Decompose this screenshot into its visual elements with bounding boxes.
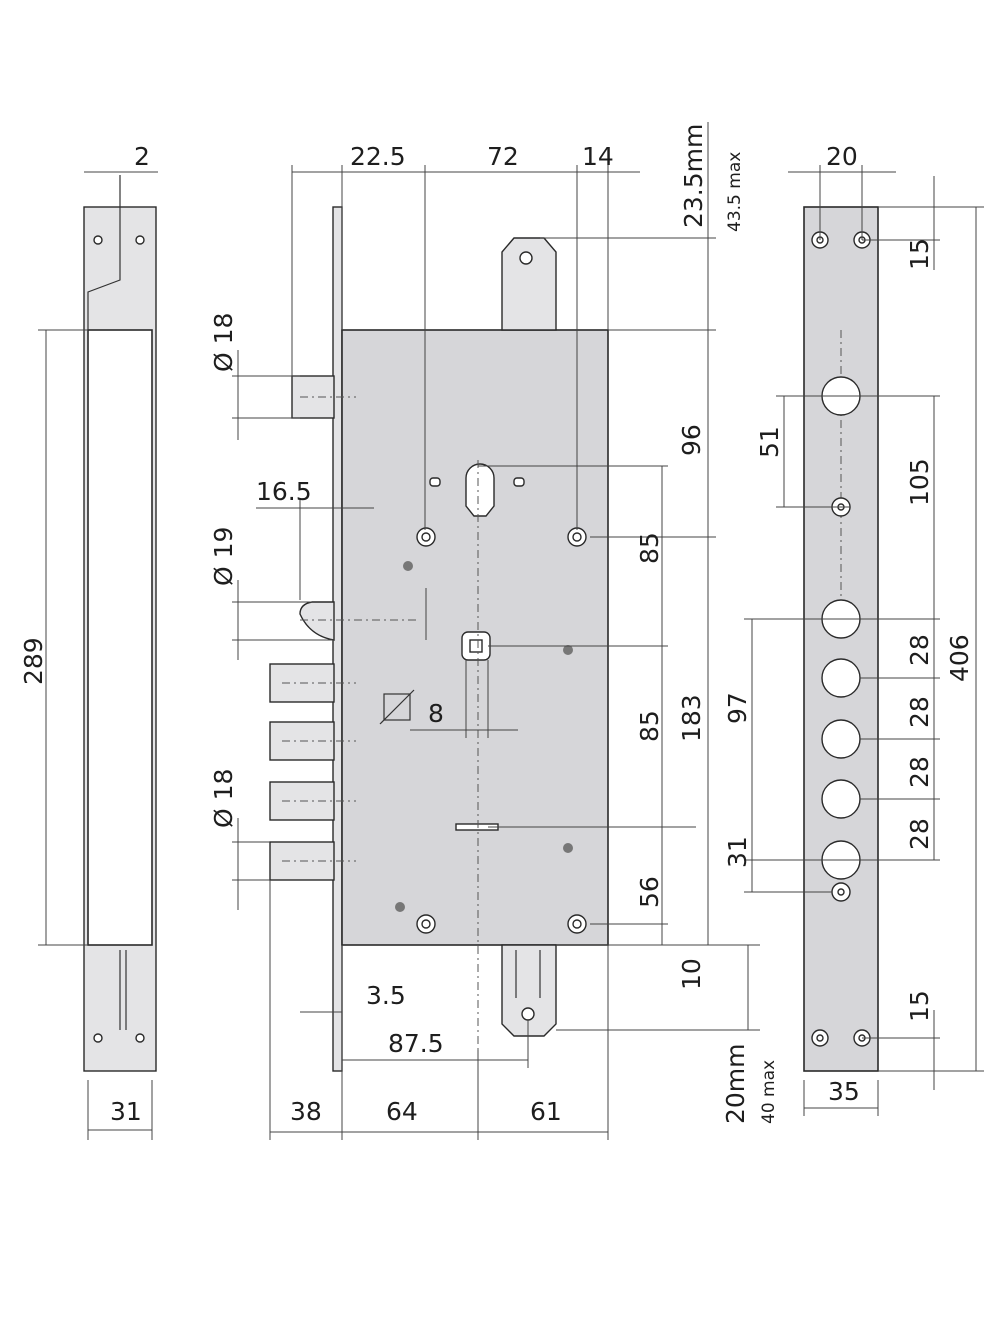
strike-total-length-label: 406 [945, 634, 974, 682]
strike-spacing-51-label: 51 [755, 426, 784, 458]
bolt-diameter-bottom-label: Ø 18 [209, 769, 238, 828]
faceplate-thickness-label: 3.5 [366, 981, 406, 1010]
strike-pitch-2-label: 28 [905, 696, 934, 728]
cylinder-cutout [465, 463, 495, 517]
dim-bottom-64: 64 [386, 1097, 418, 1126]
latch-bolt [299, 601, 335, 641]
dim-top-72: 72 [487, 142, 519, 171]
side-view: 2 289 31 [19, 142, 158, 1140]
bottom-auxiliary-bolt [501, 944, 557, 1037]
top-bolt-max-label: 43.5 max [725, 152, 745, 232]
dim-bottom-38: 38 [290, 1097, 322, 1126]
dim-right-96: 96 [677, 424, 706, 456]
side-height-label: 289 [19, 637, 48, 685]
strike-pitch-3-label: 28 [905, 756, 934, 788]
strike-top-edge-label: 15 [905, 238, 934, 270]
strike-bottom-edge-label: 15 [905, 990, 934, 1022]
front-view: 22.5 72 14 23.5mm 43.5 max Ø 18 16.5 Ø 1… [209, 122, 779, 1140]
strike-top-label: 20 [826, 142, 858, 171]
bottom-bolt-max-label: 40 max [759, 1060, 779, 1124]
dim-right-85-top: 85 [635, 532, 664, 564]
side-width-label: 31 [110, 1097, 142, 1126]
strike-hole-bolt-3 [821, 779, 861, 819]
strike-hole-bolt-1 [821, 658, 861, 698]
latch-offset-label: 16.5 [256, 477, 312, 506]
strike-plate-view: 20 15 51 105 28 28 28 28 97 31 406 15 [723, 142, 984, 1116]
strike-spacing-105-label: 105 [905, 458, 934, 506]
bottom-bolt-length-label: 20mm [721, 1043, 750, 1124]
strike-width-label: 35 [828, 1077, 860, 1106]
strike-spacing-97-label: 97 [723, 692, 752, 724]
dim-right-56: 56 [635, 876, 664, 908]
square-size-label: 8 [428, 699, 444, 728]
dim-top-14: 14 [582, 142, 614, 171]
strike-spacing-31-label: 31 [723, 836, 752, 868]
backset-label: 87.5 [388, 1029, 444, 1058]
dim-right-85-bottom: 85 [635, 710, 664, 742]
strike-pitch-1-label: 28 [905, 634, 934, 666]
dim-top-22-5: 22.5 [350, 142, 406, 171]
top-auxiliary-bolt [501, 237, 557, 331]
dim-right-10: 10 [677, 958, 706, 990]
dim-bottom-61: 61 [530, 1097, 562, 1126]
side-lock-body [87, 329, 153, 946]
bolt-diameter-top-label: Ø 18 [209, 313, 238, 372]
top-bolt-length-label: 23.5mm [679, 124, 708, 228]
strike-pitch-4-label: 28 [905, 818, 934, 850]
dim-right-183: 183 [677, 694, 706, 742]
strike-hole-bolt-2 [821, 719, 861, 759]
latch-diameter-label: Ø 19 [209, 527, 238, 586]
side-thickness-label: 2 [134, 142, 150, 171]
